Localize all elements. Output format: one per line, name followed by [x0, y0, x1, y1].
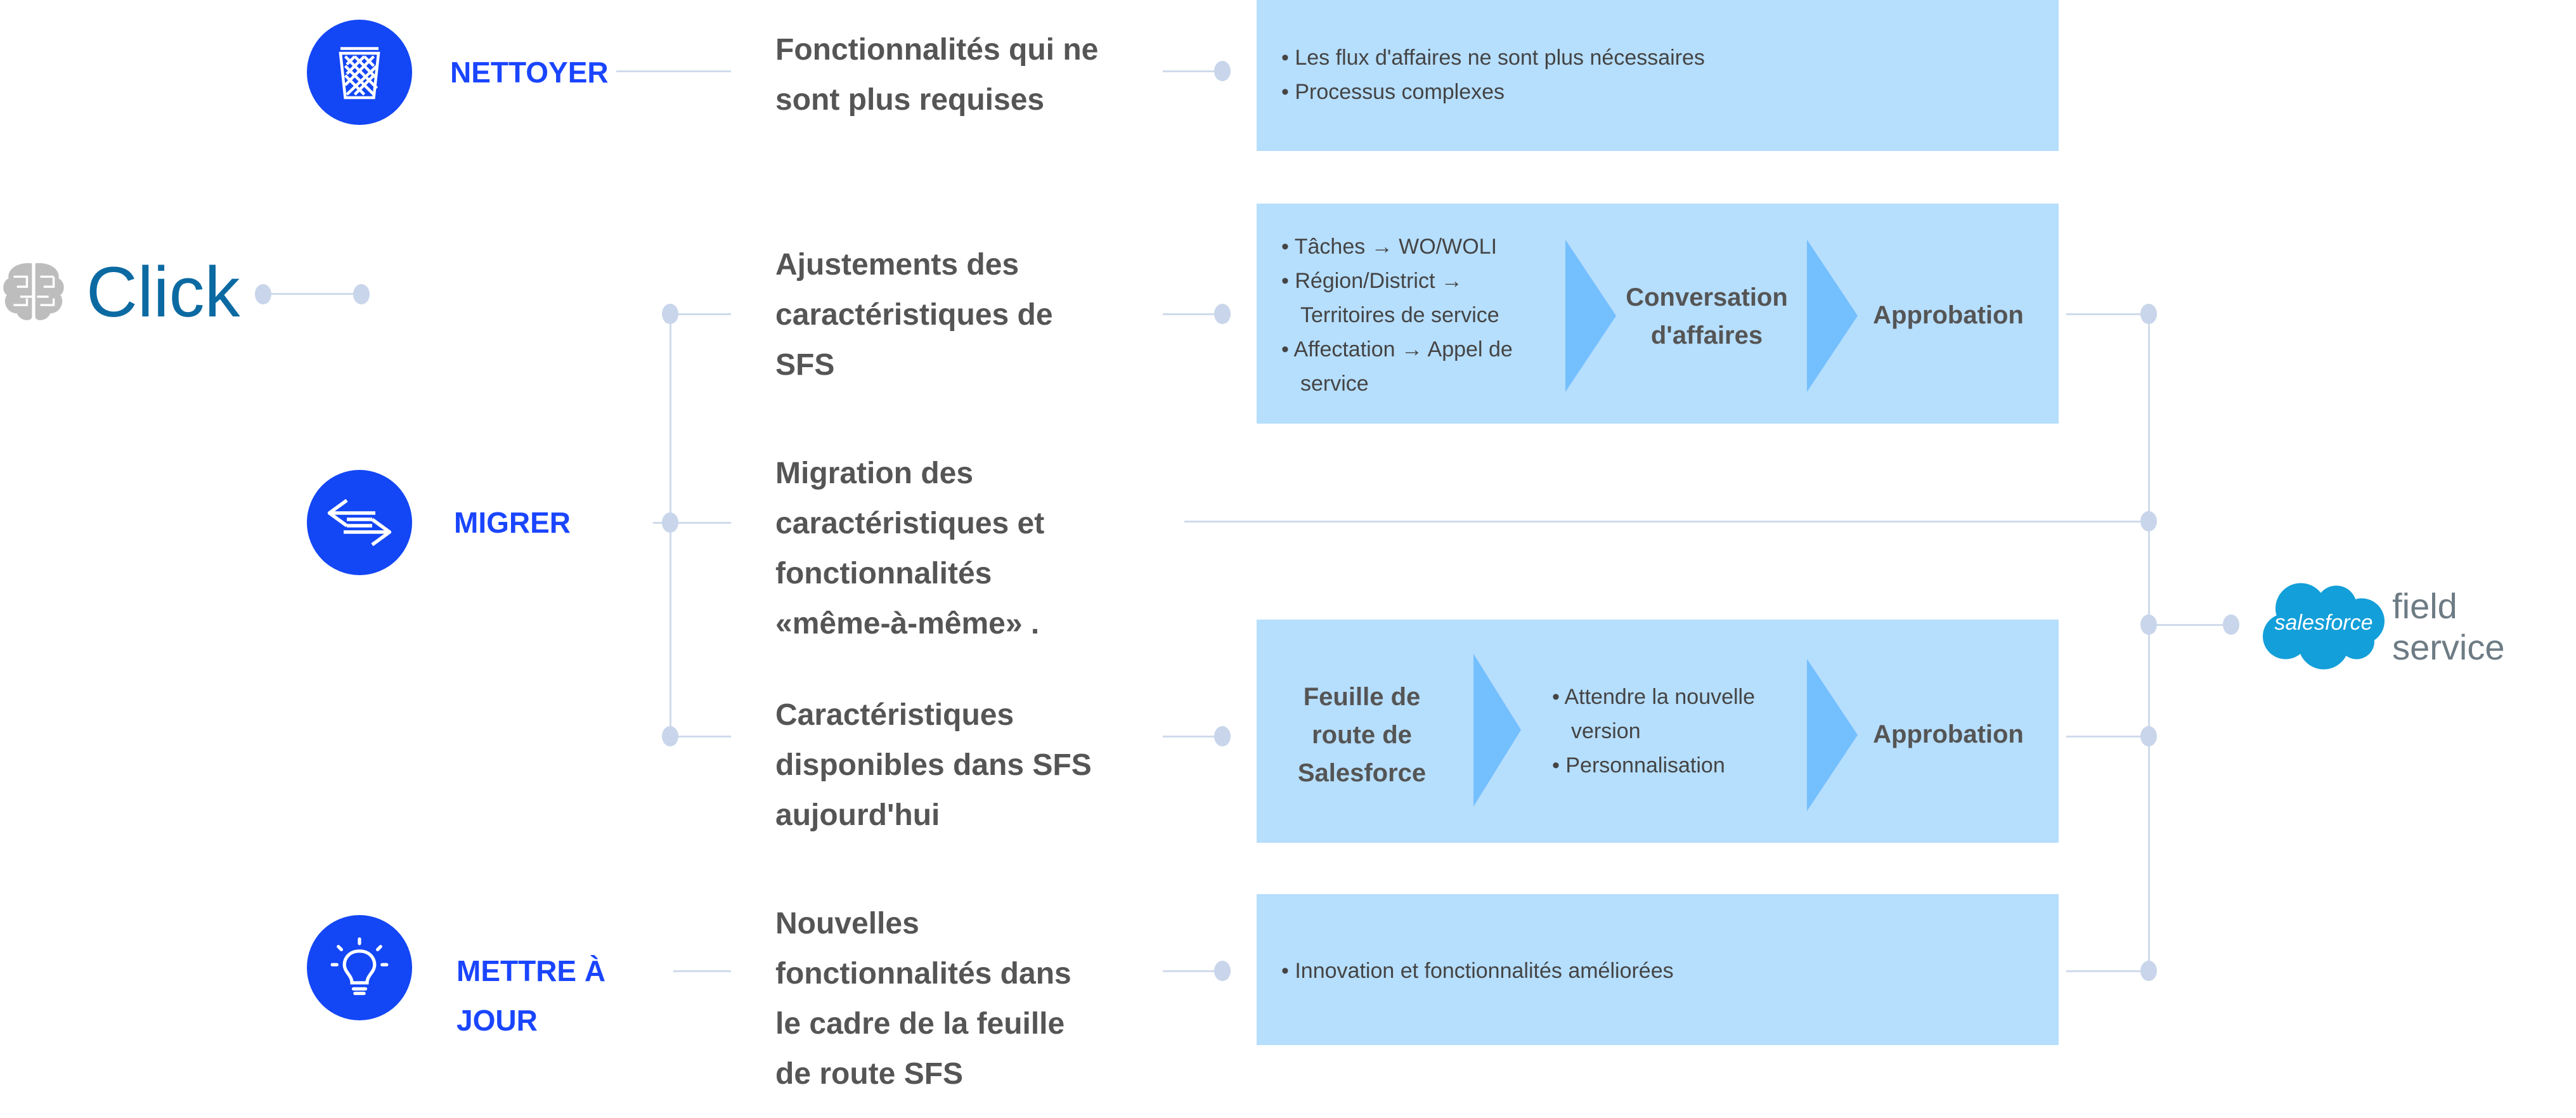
- description-line: SFS: [775, 348, 835, 382]
- update-box: • Innovation et fonctionnalités amélioré…: [1257, 894, 2059, 1045]
- field-service-text: field service: [2392, 585, 2505, 667]
- step-approbation: Approbation: [1873, 720, 2024, 748]
- available-features-box: Feuille de route de Salesforce • Attendr…: [1257, 620, 2059, 843]
- bullet-item: Affectation → Appel de service: [1293, 337, 1513, 396]
- connector-dot: [255, 284, 271, 304]
- connector-dot: [662, 512, 678, 533]
- step-line: route de: [1312, 721, 1412, 749]
- bullet-item: Personnalisation: [1565, 753, 1725, 777]
- mettre-a-jour-label: METTRE À JOUR: [456, 946, 605, 1045]
- trash-icon: [339, 47, 380, 100]
- connector-dot: [662, 726, 678, 746]
- adjustments-box: • Tâches → WO/WOLI • Région/District → T…: [1257, 204, 2059, 424]
- nettoyer-badge: [307, 20, 412, 125]
- mettre-a-jour-badge: [307, 915, 412, 1020]
- description-line: Fonctionnalités qui ne: [775, 33, 1099, 67]
- connector-dot: [2140, 511, 2157, 531]
- step-line: Salesforce: [1297, 759, 1427, 787]
- connector-dot: [2140, 726, 2157, 746]
- salesforce-field-service-logo: salesforce field service: [2260, 580, 2576, 672]
- description-line: fonctionnalités: [775, 557, 992, 590]
- connector-dot: [662, 304, 678, 324]
- swap-arrows-icon: [327, 498, 392, 547]
- bullet-list: • Attendre la nouvelle version • Personn…: [1552, 685, 1756, 777]
- description-line: «même-à-même» .: [775, 607, 1040, 640]
- brain-icon: [3, 263, 64, 320]
- connector-dot: [1214, 61, 1231, 81]
- description-line: Migration des: [775, 457, 974, 490]
- step-line: d'affaires: [1650, 322, 1763, 349]
- lightbulb-icon: [330, 937, 389, 996]
- bullet-list: • Tâches → WO/WOLI • Région/District → T…: [1281, 235, 1513, 396]
- row-description: Migration des caractéristiques et foncti…: [775, 448, 1044, 649]
- salesforce-brand-text: salesforce: [2274, 611, 2373, 635]
- row-description: Fonctionnalités qui ne sont plus requise…: [775, 25, 1098, 125]
- description-line: le cadre de la feuille: [775, 1007, 1065, 1041]
- connector-dot: [353, 284, 370, 304]
- chevron-arrow-icon: [1807, 240, 1858, 392]
- chevron-arrow-icon: [1473, 654, 1521, 807]
- description-line: de route SFS: [775, 1057, 964, 1091]
- description-line: Nouvelles: [775, 907, 919, 940]
- bullet-item: Tâches → WO/WOLI: [1294, 235, 1498, 259]
- row-description: Caractéristiques disponibles dans SFS au…: [775, 690, 1092, 840]
- label-line: JOUR: [456, 1004, 538, 1037]
- migrer-label: MIGRER: [454, 506, 571, 539]
- row-description: Ajustements des caractéristiques de SFS: [775, 240, 1053, 390]
- click-logo-text: Click: [86, 252, 240, 332]
- bullet-item: Processus complexes: [1295, 80, 1505, 104]
- cleanup-box: • Les flux d'affaires ne sont plus néces…: [1257, 0, 2059, 151]
- step-approbation: Approbation: [1873, 301, 2024, 329]
- step-line: Conversation: [1626, 283, 1788, 311]
- bullet-item: Région/District → Territoires de service: [1295, 269, 1499, 327]
- connector-dot: [2140, 614, 2157, 635]
- connector-dot: [2140, 961, 2157, 981]
- chevron-arrow-icon: [1565, 240, 1616, 392]
- migrer-badge: [307, 470, 412, 575]
- step-salesforce-roadmap: Feuille de route de Salesforce: [1298, 678, 1426, 792]
- description-line: caractéristiques de: [775, 298, 1053, 332]
- step-line: Feuille de: [1303, 683, 1421, 711]
- connector-dot: [1214, 961, 1231, 981]
- description-line: Ajustements des: [775, 248, 1019, 282]
- connector-dot: [2140, 304, 2157, 324]
- bullet-list: • Les flux d'affaires ne sont plus néces…: [1281, 46, 1705, 104]
- description-line: aujourd'hui: [775, 798, 940, 832]
- description-line: caractéristiques et: [775, 507, 1045, 540]
- connector-dot: [1214, 304, 1231, 324]
- label-line: METTRE À: [456, 954, 606, 987]
- nettoyer-label: NETTOYER: [450, 56, 609, 89]
- step-conversation: Conversation d'affaires: [1626, 278, 1788, 354]
- bullet-item: Les flux d'affaires ne sont plus nécessa…: [1295, 46, 1705, 70]
- description-line: fonctionnalités dans: [775, 957, 1071, 991]
- row-description: Nouvelles fonctionnalités dans le cadre …: [775, 899, 1071, 1099]
- connector-dot: [1214, 726, 1231, 746]
- bullet-item: Innovation et fonctionnalités améliorées: [1295, 959, 1674, 983]
- description-line: Caractéristiques: [775, 698, 1014, 732]
- description-line: sont plus requises: [775, 83, 1045, 117]
- connector-dot: [2223, 614, 2239, 635]
- bullet-item: Attendre la nouvelle version: [1564, 685, 1756, 743]
- bullet-list: • Innovation et fonctionnalités amélioré…: [1281, 959, 1674, 983]
- salesforce-cloud-icon: salesforce: [2260, 580, 2385, 672]
- chevron-arrow-icon: [1807, 659, 1858, 811]
- click-logo: Click: [0, 250, 240, 333]
- description-line: disponibles dans SFS: [775, 748, 1092, 782]
